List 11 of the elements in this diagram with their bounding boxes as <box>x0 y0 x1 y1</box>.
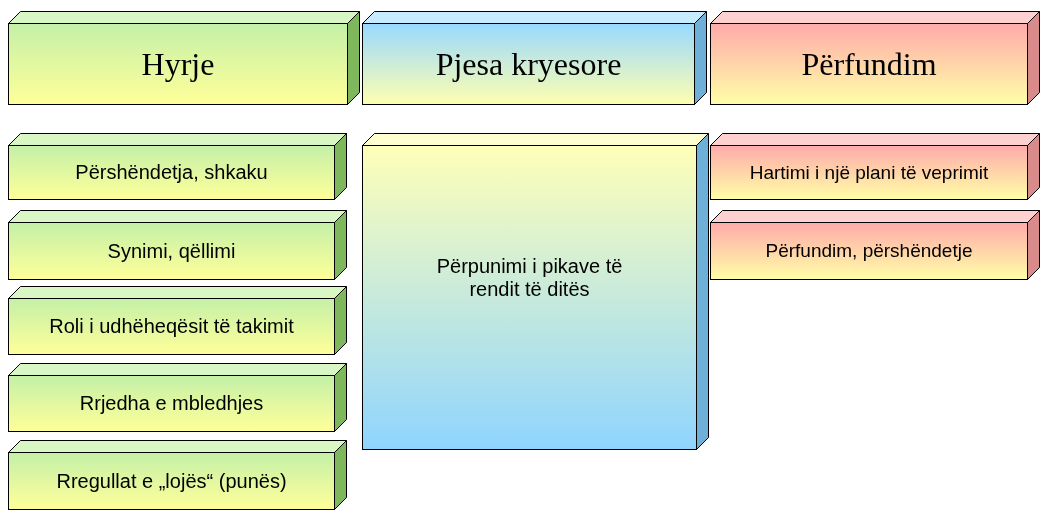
topic-label: Roli i udhëheqësit të takimit <box>49 315 294 338</box>
topic-label: Rregullat e „lojës“ (punës) <box>56 469 287 493</box>
topic-text: Përpunimi i pikave të rendit të ditës <box>435 255 624 301</box>
section-title: Përfundim <box>801 45 937 83</box>
section-title: Hyrje <box>141 45 215 83</box>
section-title: Pjesa kryesore <box>435 45 622 83</box>
topic-label: Përfundim, përshëndetje <box>765 240 973 262</box>
topic-label: Synimi, qëllimi <box>107 239 236 263</box>
topic-label: Rrjedha e mbledhjes <box>79 392 264 415</box>
topic-label: Hartimi i një plani të veprimit <box>749 161 989 184</box>
topic-label: Përshëndetja, shkaku <box>75 161 268 184</box>
